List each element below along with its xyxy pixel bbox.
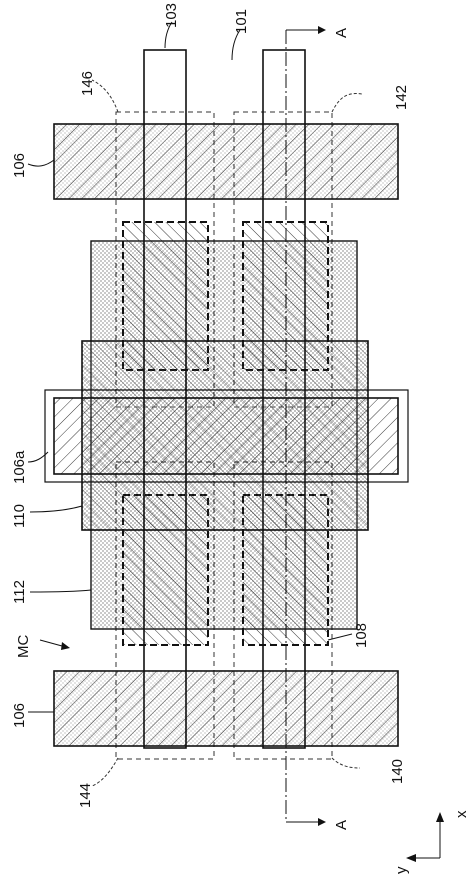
label-112: 112 xyxy=(11,580,28,604)
mc-arrowhead xyxy=(61,642,70,650)
axis-indicator: x y xyxy=(393,810,470,874)
leader-106a xyxy=(27,451,49,463)
leader-146 xyxy=(91,79,119,113)
label-146: 146 xyxy=(79,71,96,96)
label-section-top: A xyxy=(333,28,350,38)
leader-110 xyxy=(29,505,83,513)
gate-106-top-dots xyxy=(54,124,398,199)
leader-103 xyxy=(164,21,173,49)
label-section-bottom: A xyxy=(333,820,350,830)
label-106-bottom: 106 xyxy=(11,703,28,728)
label-110: 110 xyxy=(11,504,28,528)
leader-106-top xyxy=(27,159,55,167)
section-arrowhead-bottom xyxy=(318,818,326,826)
fin-right xyxy=(262,49,306,749)
label-106a: 106a xyxy=(11,450,28,484)
label-mc: MC xyxy=(15,635,32,658)
label-142: 142 xyxy=(393,85,410,110)
label-144: 144 xyxy=(77,783,94,808)
gate-106a-outline xyxy=(44,389,409,483)
gate-106a xyxy=(53,397,399,475)
leader-140 xyxy=(331,757,361,769)
leader-108 xyxy=(327,633,353,641)
leader-144 xyxy=(91,757,119,787)
label-108: 108 xyxy=(353,623,370,648)
label-140: 140 xyxy=(389,759,406,784)
label-103: 103 xyxy=(163,3,180,28)
fin-left xyxy=(143,49,187,749)
axis-x-label: x xyxy=(453,810,470,818)
section-arrowhead-top xyxy=(318,26,326,34)
axis-y-label: y xyxy=(393,866,410,874)
gate-106-bottom-dots xyxy=(54,671,398,746)
leader-101 xyxy=(231,29,241,61)
label-101: 101 xyxy=(233,9,250,34)
leader-142 xyxy=(331,93,363,113)
mc-arrow xyxy=(39,639,63,647)
leader-112 xyxy=(29,589,92,593)
label-106-top: 106 xyxy=(11,153,28,178)
